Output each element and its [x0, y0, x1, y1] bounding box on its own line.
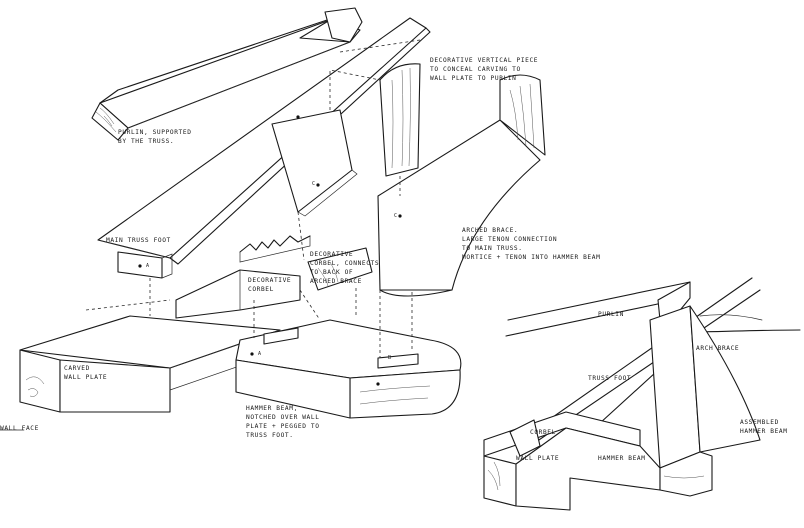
peg-label-b-hammer: B [388, 355, 392, 361]
main-truss [97, 17, 431, 265]
arched-brace [377, 74, 546, 297]
main-truss-foot-block [117, 251, 173, 279]
label-arched-brace: ARCHED BRACE. LARGE TENON CONNECTION TO … [462, 227, 601, 261]
label-decorative-corbel-upper: DECORATIVE CORBEL, CONNECTS TO BACK OF A… [310, 251, 380, 285]
label-wall-face: WALL FACE [0, 425, 39, 432]
decorative-vertical-piece [379, 63, 421, 177]
label-arch-brace: ARCH BRACE [696, 345, 740, 352]
label-carved-wall-plate: CARVED WALL PLATE [64, 365, 108, 381]
decorative-corbel-mid [175, 269, 301, 319]
label-hammer-beam-small: HAMMER BEAM [598, 455, 646, 462]
assembly-guides [85, 39, 421, 358]
label-corbel-small: CORBEL [530, 429, 556, 436]
label-decorative-corbel-mid: DECORATIVE CORBEL [248, 277, 292, 293]
decorative-corbel-upper [307, 247, 373, 291]
carved-wall-plate [19, 315, 281, 413]
peg-label-c-brace: C [394, 213, 398, 219]
assembled-view [483, 277, 801, 511]
label-wall-plate-small: WALL PLATE [516, 455, 560, 462]
label-hammer-beam-note: HAMMER BEAM, NOTCHED OVER WALL PLATE + P… [246, 405, 320, 439]
label-truss-foot: TRUSS FOOT [588, 375, 632, 382]
peg-label-a-hammer: A [258, 351, 262, 357]
label-decorative-vertical-piece: DECORATIVE VERTICAL PIECE TO CONCEAL CAR… [430, 57, 539, 82]
label-main-truss-foot: MAIN TRUSS FOOT [106, 237, 171, 244]
peg-label-a-truss-foot: A [146, 263, 150, 269]
label-purlin-small: PURLIN [598, 311, 624, 318]
hammer-beam [235, 319, 462, 419]
label-assembled-hammer-beam: ASSEMBLED HAMMER BEAM [740, 419, 788, 435]
peg-label-c-plate: C [312, 181, 316, 187]
label-purlin-supported: PURLIN, SUPPORTED BY THE TRUSS. [118, 129, 192, 145]
purlin-member [91, 7, 363, 141]
tenon-plate [271, 109, 358, 217]
toothed-detail [239, 235, 311, 263]
